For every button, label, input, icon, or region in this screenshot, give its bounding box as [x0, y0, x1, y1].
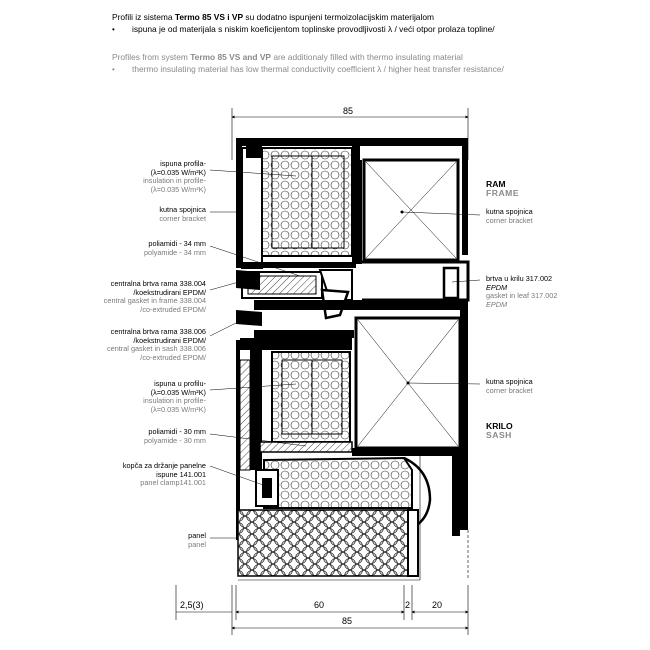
- header-hr-line2: •ispuna je od materijala s niskim koefic…: [112, 24, 495, 34]
- label-corner-bracket-frame: kutna spojnica corner bracket: [159, 205, 206, 223]
- dimension-panel-offset: 2,5(3): [180, 600, 204, 610]
- bottom-dimensions: [175, 585, 469, 635]
- header-en-line2: •thermo insulating material has low ther…: [112, 64, 504, 74]
- label-leaf-gasket: brtva u krilu 317.002 EPDM gasket in lea…: [486, 274, 558, 309]
- header-en-line1: Profiles from system Termo 85 VS and VP …: [112, 52, 463, 62]
- label-panel-clamp: kopča za držanje panelne ispune 141.001 …: [122, 461, 206, 488]
- label-insulation-frame: ispuna profila- (λ=0.035 W/m²K) insulati…: [143, 159, 206, 194]
- label-sash-title: KRILO SASH: [486, 421, 513, 440]
- right-leaders: [401, 211, 481, 385]
- label-polyamide-30: poliamidi - 30 mm polyamide - 30 mm: [143, 427, 206, 445]
- left-leaders: [209, 169, 307, 539]
- panel-fill: [237, 450, 469, 581]
- dimension-2: 2: [405, 600, 411, 610]
- dimension-bottom: 85: [342, 616, 353, 626]
- label-polyamide-34: poliamidi - 34 mm polyamide - 34 mm: [143, 239, 206, 257]
- sash-profile: [236, 300, 468, 540]
- dimension-top: 85: [343, 106, 354, 116]
- label-central-gasket-frame: centralna brtva rama 338.004 /koekstrudi…: [103, 279, 206, 314]
- label-central-gasket-sash: centralna brtva rama 338.006 /koekstrudi…: [107, 327, 206, 362]
- label-corner-bracket-sash-right: kutna spojnica corner bracket: [486, 377, 533, 395]
- frame-profile: [236, 138, 470, 302]
- header-hr-line1: Profili iz sistema Termo 85 VS i VP su d…: [112, 12, 434, 22]
- label-corner-bracket-frame-right: kutna spojnica corner bracket: [486, 207, 533, 225]
- label-frame-title: RAM FRAME: [486, 179, 520, 198]
- label-panel: panel panel: [188, 531, 206, 549]
- dimension-60: 60: [314, 600, 325, 610]
- dimension-20: 20: [432, 600, 443, 610]
- label-insulation-sash: ispuna u profilu- (λ=0.035 W/m²K) insula…: [143, 379, 206, 414]
